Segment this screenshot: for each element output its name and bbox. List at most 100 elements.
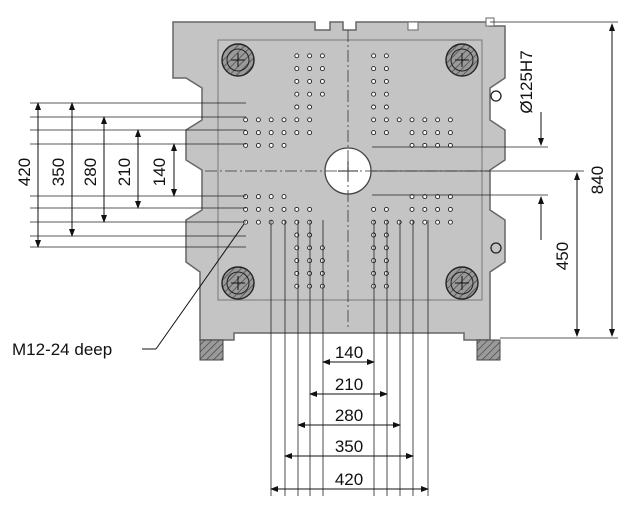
bolt-hole [422,219,428,225]
bolt-hole [383,283,389,289]
bolt-hole [383,117,389,123]
bolt-hole [319,245,325,251]
bolt-hole [307,78,313,84]
bolt-hole [319,53,325,59]
extension-lines [30,102,429,496]
bolt-hole [447,206,453,212]
bolt-hole [281,206,287,212]
bolt-hole [268,194,274,200]
bolt-hole [435,219,441,225]
bolt-hole [255,142,261,148]
bolt-hole [294,206,300,212]
bolt-hole [243,194,249,200]
bolt-hole [307,91,313,97]
bolt-hole [307,117,313,123]
bolt-hole [294,66,300,72]
bolt-hole [255,219,261,225]
bolt-hole [409,206,415,212]
bolt-hole [294,104,300,110]
bolt-hole [371,206,377,212]
bolt-hole [383,53,389,59]
dim-bottom-280: 280 [335,406,363,425]
dim-bottom-350: 350 [335,437,363,456]
bolt-hole [447,117,453,123]
bolt-hole [268,117,274,123]
bolt-hole [383,78,389,84]
bolt-hole [243,130,249,136]
bolt-hole [435,206,441,212]
bore-diameter-label: Ø125H7 [517,50,536,113]
dim-bottom-140: 140 [335,343,363,362]
left-foot [199,339,224,361]
bolt-hole [255,117,261,123]
bolt-hole [307,53,313,59]
bolt-hole [294,78,300,84]
bolt-hole [383,258,389,264]
dim-bottom-420: 420 [335,470,363,489]
bolt-hole [307,206,313,212]
bolt-hole [307,66,313,72]
bolt-hole [319,270,325,276]
dim-left-210: 210 [115,158,134,186]
bolt-hole [371,91,377,97]
thread-callout-label: M12-24 deep [12,340,112,359]
bolt-hole [383,66,389,72]
dim-right-840: 840 [588,166,607,194]
bolt-hole [422,206,428,212]
bolt-hole [383,91,389,97]
bolt-hole [371,130,377,136]
bolt-hole [294,130,300,136]
bottom-dimensions: 140 210 280 350 420 [270,343,429,492]
bolt-hole [371,53,377,59]
right-foot [476,339,501,361]
bolt-hole [255,206,261,212]
dim-right-450: 450 [553,242,572,270]
bolt-hole [307,130,313,136]
bolt-hole [422,130,428,136]
tie-bar-holes [221,43,479,300]
thread-callout: M12-24 deep [12,223,245,359]
bolt-hole [422,117,428,123]
bolt-hole [268,130,274,136]
bolt-hole [281,117,287,123]
bolt-hole [447,219,453,225]
bolt-hole [319,91,325,97]
bolt-hole [255,130,261,136]
bolt-hole [268,206,274,212]
right-dimensions: 840 450 Ø125H7 [372,21,618,339]
bolt-hole [319,78,325,84]
dim-left-350: 350 [49,158,68,186]
bolt-hole [383,270,389,276]
bolt-hole [371,104,377,110]
bolt-hole [383,219,389,225]
bolt-hole [281,130,287,136]
dim-left-420: 420 [15,158,34,186]
bolt-hole [294,53,300,59]
bolt-hole [319,66,325,72]
bolt-hole [307,104,313,110]
center-lines [205,30,490,330]
bolt-hole [396,219,402,225]
bolt-hole [383,245,389,251]
bolt-hole [383,130,389,136]
bolt-hole [396,117,402,123]
bolt-hole [371,117,377,123]
dim-left-280: 280 [81,158,100,186]
bolt-hole [409,130,415,136]
bolt-hole [371,78,377,84]
bolt-hole [435,117,441,123]
bolt-hole [268,142,274,148]
dim-left-140: 140 [150,158,169,186]
bolt-hole [294,91,300,97]
bolt-hole [319,283,325,289]
bolt-hole [447,130,453,136]
bolt-hole [409,117,415,123]
bolt-hole [383,232,389,238]
bolt-hole [383,206,389,212]
left-dimensions: 420 350 280 210 140 [15,102,177,248]
bolt-hole [255,194,261,200]
dim-bottom-210: 210 [335,375,363,394]
bolt-hole [435,130,441,136]
bolt-hole [371,66,377,72]
